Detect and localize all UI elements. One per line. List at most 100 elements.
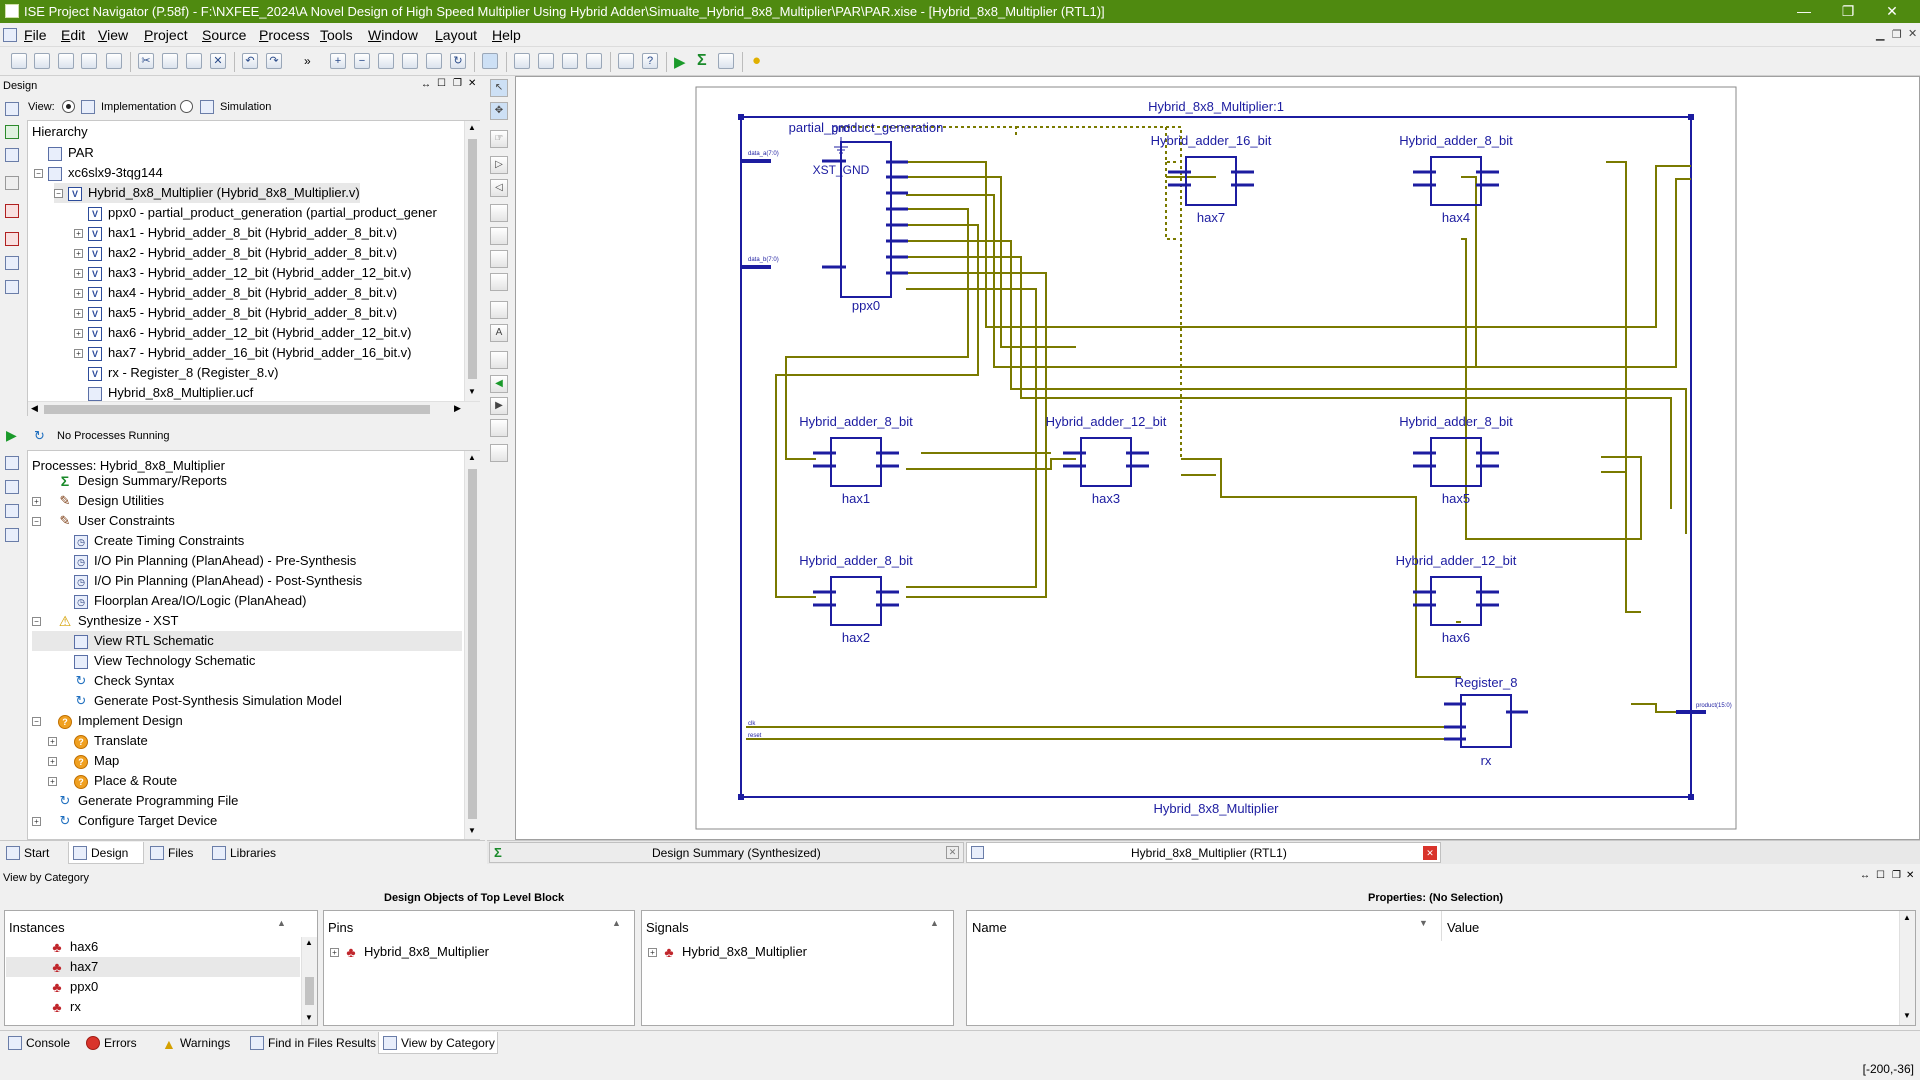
- find-icon[interactable]: [490, 301, 508, 319]
- probe-icon[interactable]: [718, 53, 734, 69]
- add-copy-icon[interactable]: [5, 148, 19, 162]
- new-icon[interactable]: [11, 53, 27, 69]
- close-tab-icon[interactable]: ✕: [946, 846, 959, 859]
- expander-icon[interactable]: +: [48, 737, 57, 747]
- pan-tool-icon[interactable]: ✥: [490, 102, 508, 120]
- overflow-chevron-icon[interactable]: »: [304, 54, 311, 68]
- pins-row[interactable]: +♣Hybrid_8x8_Multiplier: [330, 944, 489, 960]
- paste-icon[interactable]: [186, 53, 202, 69]
- cut-icon[interactable]: ✂: [138, 53, 154, 69]
- tab-errors[interactable]: Errors: [82, 1032, 146, 1054]
- delete-icon[interactable]: ✕: [210, 53, 226, 69]
- hierarchy-item[interactable]: Hybrid_8x8_Multiplier.ucf: [74, 383, 253, 403]
- collapse-icon[interactable]: [490, 273, 508, 291]
- close-active-tab-icon[interactable]: ✕: [1423, 846, 1437, 860]
- forward-icon[interactable]: ▷: [490, 156, 508, 174]
- process-item[interactable]: ↻Generate Post-Synthesis Simulation Mode…: [32, 691, 462, 711]
- next-view-icon[interactable]: ▶: [490, 397, 508, 415]
- tile-vertical-icon[interactable]: [562, 53, 578, 69]
- new-source-icon[interactable]: [5, 125, 19, 139]
- process-item[interactable]: +?Place & Route: [32, 771, 462, 791]
- properties-icon[interactable]: [5, 232, 19, 246]
- bottom-restore-icon[interactable]: ❐: [1892, 870, 1901, 881]
- pins-sort-icon[interactable]: ▲: [612, 918, 621, 928]
- tab-design[interactable]: Design: [68, 842, 144, 864]
- mdi-close-icon[interactable]: ✕: [1908, 28, 1918, 40]
- sort-icon[interactable]: ▲: [277, 918, 286, 928]
- hierarchy-item[interactable]: PAR: [34, 143, 94, 163]
- expander-icon[interactable]: +: [48, 777, 57, 787]
- menu-project[interactable]: Project: [144, 27, 188, 43]
- tab-start[interactable]: Start: [2, 842, 68, 864]
- expander-icon[interactable]: +: [74, 249, 83, 259]
- tile-horizontal-icon[interactable]: [538, 53, 554, 69]
- select-arrow-icon[interactable]: ↖: [490, 79, 508, 97]
- menu-tools[interactable]: Tools: [320, 27, 353, 43]
- expander-icon[interactable]: +: [74, 329, 83, 339]
- process-item[interactable]: −⚠Synthesize - XST: [32, 611, 462, 631]
- props-dropdown-icon[interactable]: ▼: [1419, 918, 1428, 928]
- implementation-radio[interactable]: [62, 100, 75, 113]
- restore-button[interactable]: ❐: [1841, 3, 1855, 19]
- process-item[interactable]: ◷Floorplan Area/IO/Logic (PlanAhead): [32, 591, 462, 611]
- collapse-all-icon[interactable]: [5, 480, 19, 494]
- signals-sort-icon[interactable]: ▲: [930, 918, 939, 928]
- rtl-schematic-canvas[interactable]: Hybrid_8x8_Multiplier:1 Hybrid_8x8_Multi…: [515, 76, 1920, 840]
- print-icon[interactable]: [106, 53, 122, 69]
- process-item[interactable]: View Technology Schematic: [32, 651, 462, 671]
- tab-rtl-schematic[interactable]: Hybrid_8x8_Multiplier (RTL1) ✕: [966, 842, 1441, 863]
- hierarchy-scrollbar[interactable]: ▲ ▼: [464, 121, 480, 401]
- menu-edit[interactable]: Edit: [61, 27, 86, 43]
- hand-tool-icon[interactable]: ☞: [490, 130, 508, 148]
- process-item[interactable]: −✎User Constraints: [32, 511, 462, 531]
- add-objects-icon[interactable]: [490, 204, 508, 222]
- open-file-icon[interactable]: [5, 256, 19, 270]
- run-icon[interactable]: ▶: [674, 54, 686, 71]
- tab-view-by-category[interactable]: View by Category: [378, 1032, 498, 1054]
- zoom-out-icon[interactable]: −: [354, 53, 370, 69]
- tree-view-icon[interactable]: [5, 280, 19, 294]
- signals-row[interactable]: +♣Hybrid_8x8_Multiplier: [648, 944, 807, 960]
- process-item[interactable]: ◷Create Timing Constraints: [32, 531, 462, 551]
- panel-close-icon[interactable]: ✕: [468, 78, 477, 89]
- copy-icon[interactable]: [162, 53, 178, 69]
- hierarchy-hscrollbar[interactable]: ◀ ▶: [28, 401, 480, 416]
- tab-warnings[interactable]: ▲Warnings: [158, 1032, 238, 1054]
- instance-row[interactable]: ♣hax7: [6, 957, 300, 977]
- info-icon[interactable]: [490, 444, 508, 462]
- expander-icon[interactable]: +: [48, 757, 57, 767]
- process-item[interactable]: ↻Generate Programming File: [32, 791, 462, 811]
- expander-icon[interactable]: −: [54, 189, 63, 199]
- props-scrollbar[interactable]: ▲ ▼: [1899, 911, 1915, 1025]
- expand-all-icon[interactable]: [5, 456, 19, 470]
- menu-view[interactable]: View: [98, 27, 129, 43]
- text-tool-icon[interactable]: A: [490, 324, 508, 342]
- process-item[interactable]: View RTL Schematic: [32, 631, 462, 651]
- expander-icon[interactable]: +: [74, 269, 83, 279]
- process-props-icon[interactable]: [5, 504, 19, 518]
- instance-row[interactable]: ♣hax6: [6, 937, 300, 957]
- tab-console[interactable]: Console: [4, 1032, 80, 1054]
- expander-icon[interactable]: +: [32, 497, 41, 507]
- simulation-label[interactable]: Simulation: [220, 101, 272, 113]
- process-item[interactable]: +?Translate: [32, 731, 462, 751]
- panel-float-icon[interactable]: ↔: [421, 79, 431, 90]
- cascade-icon[interactable]: [514, 53, 530, 69]
- pan-icon[interactable]: [482, 53, 498, 69]
- zoom-selection-icon[interactable]: [426, 53, 442, 69]
- process-item[interactable]: ◷I/O Pin Planning (PlanAhead) - Post-Syn…: [32, 571, 462, 591]
- history-icon[interactable]: [490, 419, 508, 437]
- bottom-float-icon[interactable]: ↔: [1860, 870, 1870, 881]
- menu-help[interactable]: Help: [492, 27, 521, 43]
- menu-source[interactable]: Source: [202, 27, 247, 43]
- instance-row[interactable]: ♣rx: [6, 997, 300, 1017]
- process-item[interactable]: −?Implement Design: [32, 711, 462, 731]
- hierarchy-icon[interactable]: [5, 176, 19, 190]
- menu-window[interactable]: Window: [368, 27, 418, 43]
- mdi-minimize-icon[interactable]: ▁: [1876, 29, 1885, 41]
